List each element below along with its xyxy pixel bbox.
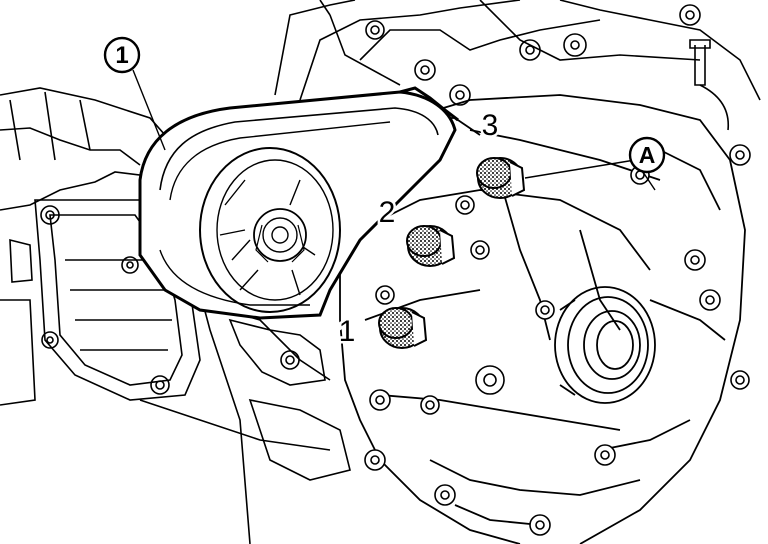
upper-housing <box>274 0 761 131</box>
callout-component-1-text: 1 <box>115 42 128 69</box>
output-shaft-seal <box>554 286 656 404</box>
callout-location-a-text: A <box>639 142 656 168</box>
plug-label-2: 2 <box>379 196 396 229</box>
callout-component-1: 1 <box>103 36 141 74</box>
belt-cover <box>138 86 459 320</box>
cover-mounts <box>228 318 351 481</box>
plug-3 <box>476 157 526 199</box>
plug-2 <box>406 225 456 267</box>
callout-location-a: A <box>628 136 666 174</box>
plug-label-3: 3 <box>482 109 499 142</box>
plug-1 <box>378 307 428 349</box>
plug-label-1: 1 <box>339 315 356 348</box>
